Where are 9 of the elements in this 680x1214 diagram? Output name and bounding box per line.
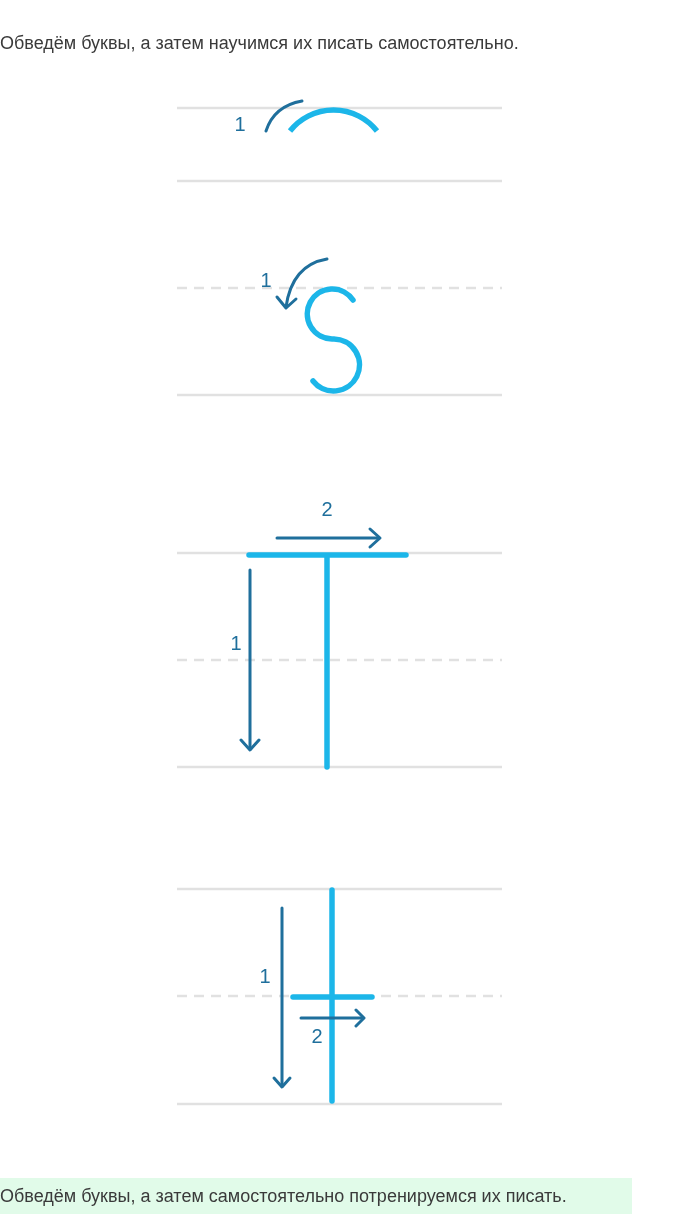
stroke-number: 2	[311, 1026, 323, 1046]
instruction-banner	[0, 1178, 632, 1214]
stroke-number: 1	[230, 633, 242, 653]
stroke-number: 2	[321, 499, 333, 519]
instruction-text: Обведём буквы, а затем самостоятельно потренируемся их писать.	[0, 1187, 568, 1205]
stroke-number: 1	[259, 966, 271, 986]
instruction-text: Обведём буквы, а затем научимся их писать самостоятельно.	[0, 34, 519, 52]
stroke-number: 1	[260, 270, 272, 290]
stroke-number: 1	[234, 114, 246, 134]
